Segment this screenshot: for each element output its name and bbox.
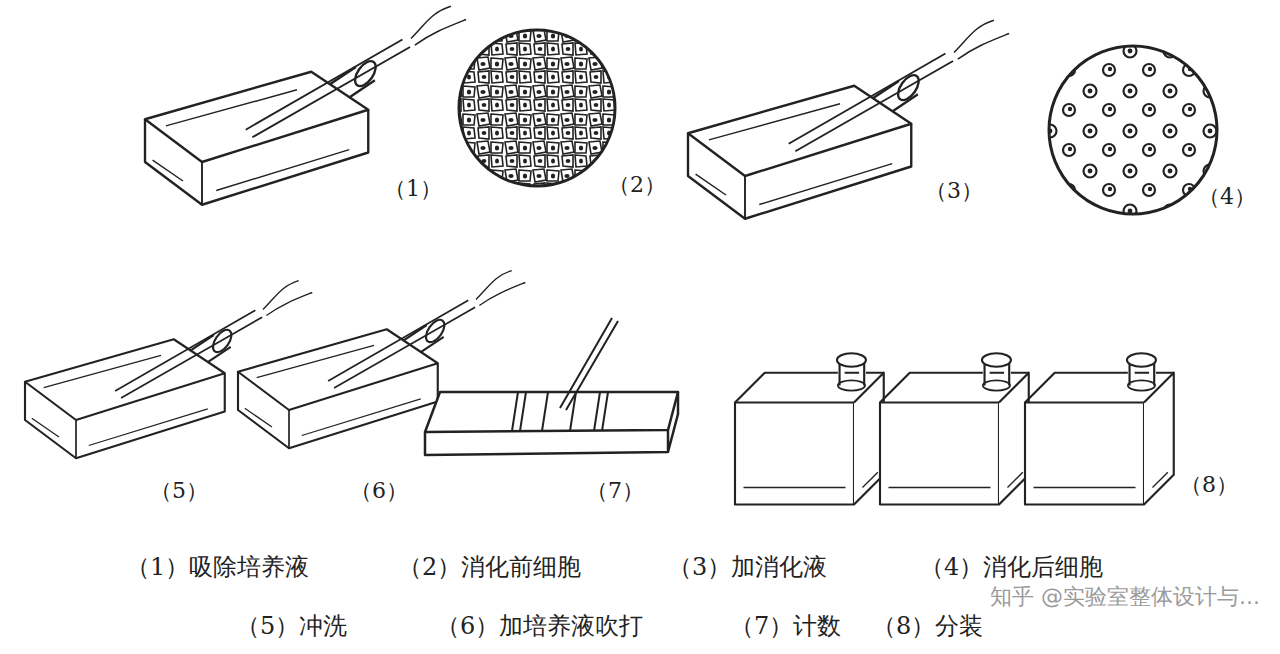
figure-number: （3） (925, 178, 983, 204)
figure-number: （5） (150, 478, 208, 504)
caption-item: （3）加消化液 (668, 553, 827, 582)
caption-item: （4）消化后细胞 (920, 553, 1103, 582)
caption-item: （7）计数 (730, 612, 841, 641)
caption-item: （8）分装 (872, 612, 983, 641)
figure-number: （2） (608, 172, 666, 198)
caption-item: （6）加培养液吹打 (436, 612, 643, 641)
culture-flask (688, 20, 1009, 219)
culture-flask (1025, 353, 1174, 504)
figure-number: （7） (586, 478, 644, 504)
culture-flask (735, 353, 884, 504)
caption-item: （5）冲洗 (236, 612, 347, 641)
culture-flask (880, 353, 1029, 504)
caption-item: （2）消化前细胞 (398, 553, 581, 582)
culture-flask (145, 6, 466, 205)
caption-item: （1）吸除培养液 (126, 553, 309, 582)
watermark: 知乎 @实验室整体设计与... (990, 584, 1260, 610)
figure-number: （4） (1198, 184, 1256, 210)
figure-number: （8） (1180, 472, 1238, 498)
counting-chamber (425, 318, 678, 455)
figure-number: （1） (384, 176, 442, 202)
cells-before (459, 30, 615, 186)
cells-after (1049, 46, 1217, 214)
figure-number: （6） (350, 478, 408, 504)
